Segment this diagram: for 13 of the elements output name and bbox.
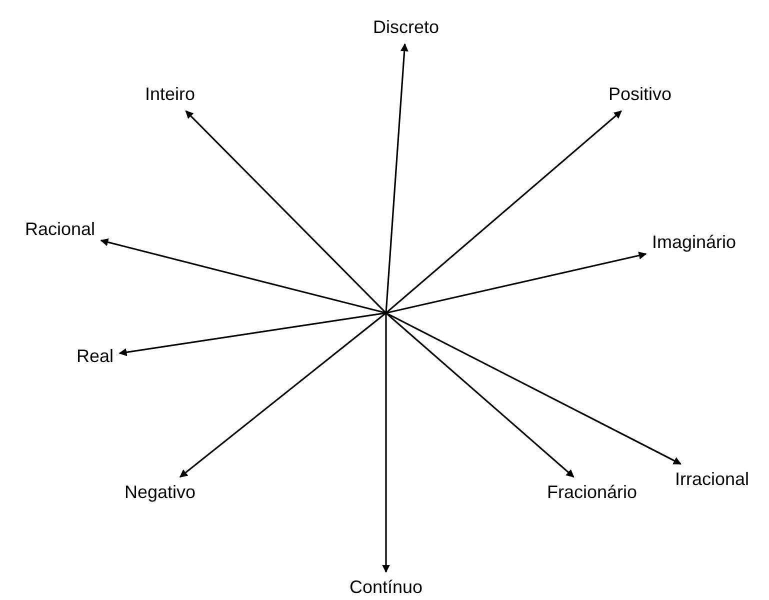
axis-label: Fracionário: [544, 481, 640, 505]
axis-label: Discreto: [371, 16, 441, 40]
axis-label: Imaginário: [650, 231, 738, 255]
axis-label: Negativo: [122, 481, 198, 505]
axis-label: Positivo: [606, 83, 674, 107]
axis-label: Contínuo: [347, 576, 425, 600]
double-arrow: [100, 238, 682, 465]
axis-label: Real: [74, 345, 116, 369]
axis-label: Racional: [22, 218, 98, 242]
double-arrow: [118, 252, 647, 356]
axis-label: Irracional: [672, 468, 752, 492]
axis-label: Inteiro: [142, 83, 198, 107]
double-arrow: [382, 43, 408, 573]
